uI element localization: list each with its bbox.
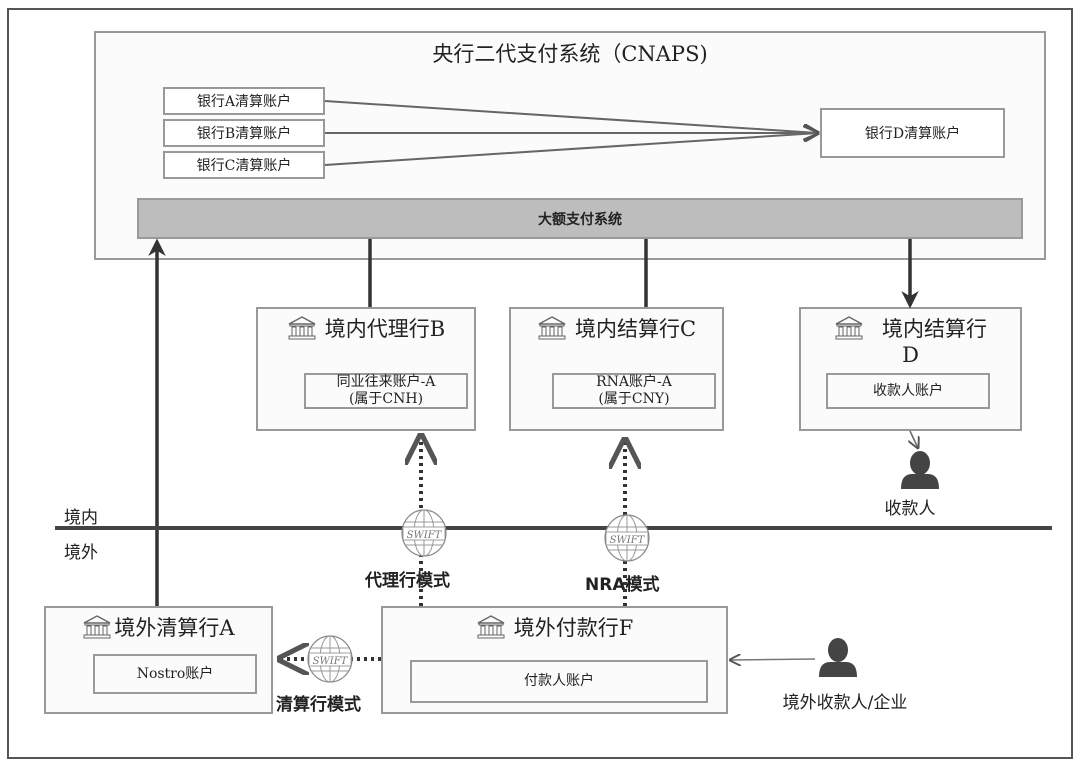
nra-mode-label: NRA模式 [585,575,660,595]
bank-building-icon [834,316,864,340]
bank-c-account-note: (属于CNY) [598,391,670,407]
person-icon [819,638,857,677]
swift-globe-icon: SWIFT [307,635,353,683]
hvps-system: 大额支付系统 [137,198,1023,239]
swift-globe-icon: SWIFT [604,514,650,562]
clearing-bank-mode-label: 清算行模式 [276,695,361,715]
transfer-c-to-d [324,133,818,166]
bank-b-header: 境内代理行B [256,313,476,343]
bank-d-header: 境内结算行 [799,313,1022,343]
bank-b-clearing-account: 银行B清算账户 [163,119,325,147]
bank-b-account: 同业往来账户-A (属于CNH) [304,373,468,409]
bank-a-title: 境外清算行A [114,616,235,640]
bank-d-clearing-account: 银行D清算账户 [820,108,1005,158]
swift-text: SWIFT [313,656,349,667]
bank-c-account-name: RNA账户-A [596,374,672,390]
bank-building-icon [537,316,567,340]
bank-c-account: RNA账户-A (属于CNY) [552,373,716,409]
bank-building-icon [476,615,506,639]
overseas-payee-label: 境外收款人/企业 [782,693,908,713]
swift-text: SWIFT [610,535,646,546]
bank-b-account-note: (属于CNH) [348,391,424,407]
bank-d-title: 境内结算行 [882,317,987,341]
payee-label: 收款人 [884,499,936,519]
bank-d-title-suffix: D [902,343,919,367]
bank-building-icon [287,316,317,340]
bank-f-payer-account: 付款人账户 [410,660,708,703]
arrow-payer-to-bank-f [730,659,816,660]
swift-text: SWIFT [407,530,443,541]
bank-a-nostro-account: Nostro账户 [93,654,257,694]
overseas-label: 境外 [64,543,98,563]
bank-c-title: 境内结算行C [574,317,697,341]
diagram-frame [7,8,1073,759]
bank-a-header: 境外清算行A [44,612,273,642]
person-icon [901,451,939,489]
bank-f-title: 境外付款行F [513,616,634,640]
bank-a-clearing-account: 银行A清算账户 [163,87,325,115]
domestic-settlement-bank-d [799,307,1022,431]
bank-d-payee-account: 收款人账户 [826,373,990,409]
bank-f-header: 境外付款行F [381,612,728,642]
bank-c-clearing-account: 银行C清算账户 [163,151,325,179]
domestic-settlement-bank-c [509,307,724,431]
bank-b-account-name: 同业往来账户-A [336,374,436,390]
bank-building-icon [82,615,112,639]
agent-bank-mode-label: 代理行模式 [365,571,450,591]
swift-globe-icon: SWIFT [401,509,447,557]
cnaps-title: 央行二代支付系统（CNAPS) [432,42,708,66]
bank-c-header: 境内结算行C [509,313,724,343]
arrow-bank-d-to-payee [910,430,918,448]
domestic-agent-bank-b [256,307,476,431]
bank-b-title: 境内代理行B [324,317,446,341]
transfer-a-to-d [324,100,818,133]
domestic-label: 境内 [64,508,98,528]
